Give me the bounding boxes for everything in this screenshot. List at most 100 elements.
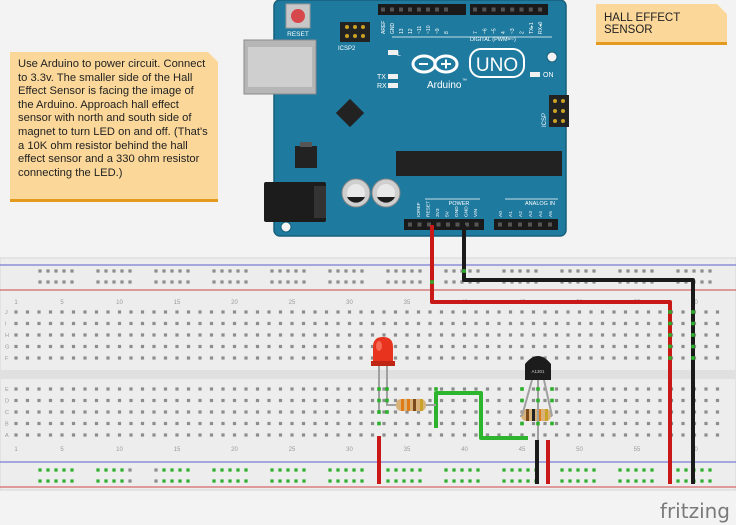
rail-hole bbox=[444, 269, 448, 273]
breadboard-hole bbox=[543, 310, 547, 314]
breadboard-hole bbox=[715, 421, 720, 426]
breadboard-hole bbox=[370, 387, 375, 391]
breadboard-hole bbox=[94, 310, 99, 314]
connected-hole bbox=[462, 269, 466, 273]
analog-pin-hole bbox=[538, 222, 542, 227]
breadboard-hole bbox=[290, 333, 294, 337]
rail-hole bbox=[650, 269, 654, 273]
breadboard-hole bbox=[520, 356, 524, 360]
rail-hole bbox=[38, 280, 42, 284]
breadboard-hole bbox=[704, 398, 708, 403]
breadboard-hole bbox=[382, 310, 386, 314]
rail-hole bbox=[386, 280, 390, 284]
breadboard-hole bbox=[646, 387, 651, 391]
breadboard-hole bbox=[370, 344, 375, 349]
breadboard-hole bbox=[715, 344, 720, 349]
breadboard-hole bbox=[117, 356, 122, 360]
rail-hole bbox=[444, 280, 448, 284]
rail-hole bbox=[302, 269, 306, 273]
breadboard-hole bbox=[681, 421, 685, 426]
connected-hole bbox=[434, 398, 438, 403]
breadboard-hole bbox=[83, 421, 87, 426]
breadboard-hole bbox=[704, 421, 708, 426]
breadboard-hole bbox=[83, 356, 87, 360]
breadboard-hole bbox=[704, 333, 708, 337]
rail-hole bbox=[560, 468, 564, 472]
breadboard-hole bbox=[451, 356, 455, 360]
breadboard-hole bbox=[60, 344, 64, 349]
rail-hole bbox=[212, 269, 216, 273]
rail-hole bbox=[618, 269, 622, 273]
connected-hole bbox=[691, 310, 695, 314]
rail-hole bbox=[360, 280, 364, 284]
rail-hole bbox=[452, 269, 456, 273]
breadboard-hole bbox=[393, 344, 398, 349]
breadboard-hole bbox=[255, 433, 260, 437]
digital-pin-label: 2 bbox=[520, 31, 526, 34]
breadboard-hole bbox=[451, 387, 455, 391]
breadboard-hole bbox=[451, 421, 455, 426]
breadboard-hole bbox=[405, 333, 409, 337]
breadboard-hole bbox=[14, 321, 18, 326]
digital-pin-label: 7 bbox=[473, 31, 479, 34]
digital-pin-label: ~3 bbox=[510, 28, 516, 34]
breadboard-hole bbox=[60, 356, 64, 360]
breadboard-hole bbox=[232, 321, 237, 326]
breadboard-hole bbox=[681, 310, 685, 314]
connected-hole bbox=[430, 280, 434, 284]
column-number: 25 bbox=[289, 447, 296, 453]
breadboard-hole bbox=[313, 387, 317, 391]
breadboard-hole bbox=[428, 344, 432, 349]
rail-hole bbox=[112, 468, 116, 472]
breadboard-hole bbox=[244, 421, 248, 426]
breadboard-hole bbox=[255, 398, 260, 403]
breadboard-hole bbox=[336, 433, 340, 437]
rail-hole bbox=[244, 280, 248, 284]
breadboard-hole bbox=[704, 387, 708, 391]
breadboard-hole bbox=[370, 356, 375, 360]
rail-hole bbox=[270, 479, 274, 483]
rail-hole bbox=[568, 479, 572, 483]
rail-hole bbox=[162, 280, 166, 284]
breadboard-hole bbox=[577, 421, 582, 426]
breadboard-hole bbox=[451, 433, 455, 437]
breadboard-hole bbox=[106, 333, 110, 337]
analog-pin-label: A3 bbox=[528, 211, 534, 217]
breadboard-hole bbox=[681, 321, 685, 326]
breadboard-hole bbox=[221, 387, 225, 391]
breadboard-hole bbox=[163, 356, 168, 360]
breadboard-hole bbox=[71, 356, 76, 360]
breadboard-hole bbox=[715, 356, 720, 360]
rail-hole bbox=[70, 280, 74, 284]
rail-hole bbox=[402, 479, 406, 483]
breadboard-hole bbox=[704, 344, 708, 349]
breadboard-hole bbox=[267, 310, 271, 314]
breadboard-hole bbox=[623, 421, 628, 426]
analog-pin-label: A4 bbox=[538, 211, 544, 217]
breadboard-hole bbox=[25, 333, 30, 337]
breadboard-hole bbox=[508, 310, 513, 314]
breadboard-hole bbox=[635, 433, 639, 437]
breadboard-hole bbox=[428, 356, 432, 360]
led-rx-indicator bbox=[388, 83, 398, 88]
rail-hole bbox=[460, 468, 464, 472]
breadboard-hole bbox=[244, 310, 248, 314]
breadboard-hole bbox=[359, 344, 363, 349]
breadboard-hole bbox=[347, 344, 352, 349]
breadboard-hole bbox=[60, 421, 64, 426]
breadboard-hole bbox=[393, 410, 398, 414]
breadboard-hole bbox=[83, 321, 87, 326]
digital-pin-hole bbox=[399, 7, 403, 12]
power-header-label: POWER bbox=[449, 201, 470, 207]
breadboard-hole bbox=[497, 421, 501, 426]
power-pin-label: 3V3 bbox=[435, 208, 441, 217]
breadboard-hole bbox=[255, 356, 260, 360]
breadboard-hole bbox=[313, 398, 317, 403]
rail-hole bbox=[54, 269, 58, 273]
rail-hole bbox=[294, 280, 298, 284]
breadboard-hole bbox=[715, 333, 720, 337]
breadboard-hole bbox=[221, 433, 225, 437]
